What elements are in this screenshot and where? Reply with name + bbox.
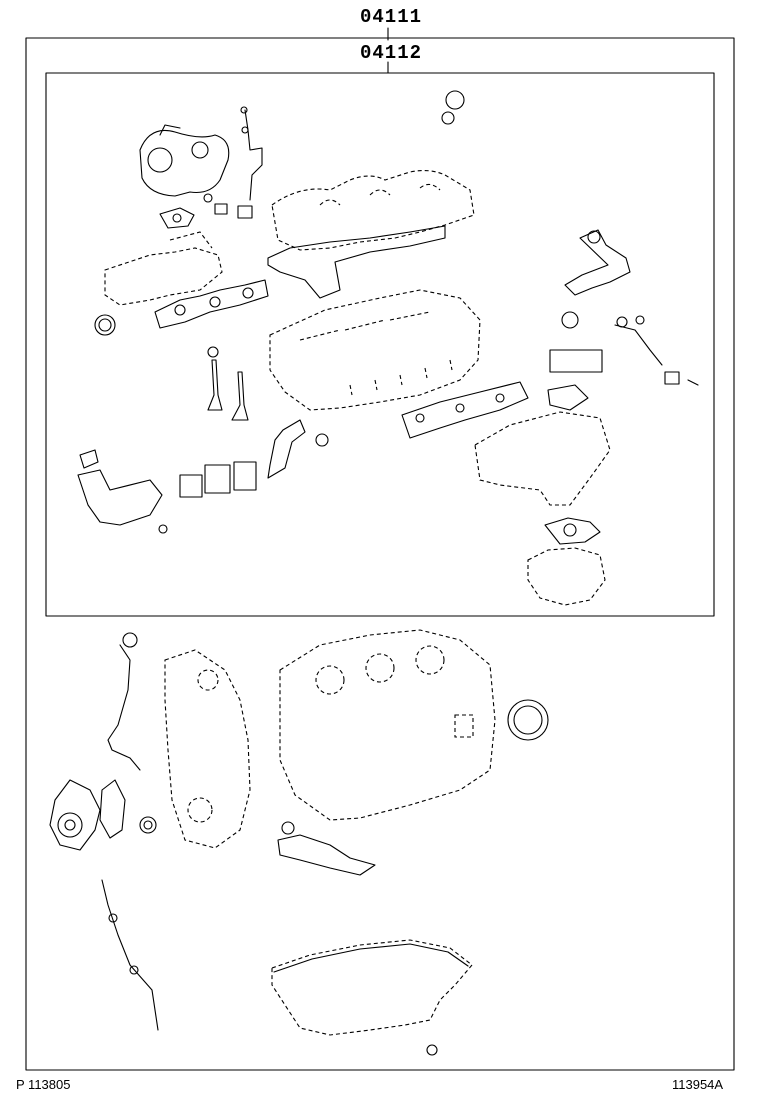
oil-strainer-part[interactable] [277,821,376,876]
part-number-inner-kit[interactable]: 04112 [360,42,423,64]
small-fittings-part[interactable] [203,193,253,219]
inner-kit-frame [45,61,715,617]
oil-seal-part[interactable] [139,816,157,834]
egr-cooler-part[interactable] [77,449,168,534]
intake-valve-part[interactable] [207,346,223,411]
cylinder-head-cover-part[interactable] [271,169,475,251]
oil-level-gauge-guide-part[interactable] [101,879,159,1031]
cylinder-block-part[interactable] [279,629,496,821]
water-pump-part[interactable] [49,779,101,851]
oil-pan-part[interactable] [271,939,473,1056]
outer-kit-frame [25,27,735,1071]
exhaust-manifold-part[interactable] [104,231,223,306]
footer-right-reference: 113954A [672,1077,724,1092]
intake-manifold-gasket-part[interactable] [401,381,529,439]
egr-valve-part[interactable] [527,517,606,606]
oil-cooler-pipe-part[interactable] [107,632,141,771]
footer-left-reference: P 113805 [16,1077,71,1092]
head-cover-gasket-part[interactable] [267,225,446,299]
rear-oil-seal-part[interactable] [507,699,549,741]
part-number-outer-kit[interactable]: 04111 [360,6,423,28]
water-bypass-pipe-part[interactable] [564,229,631,296]
turbo-oil-pipe-part[interactable] [240,106,263,201]
water-pump-gasket-part[interactable] [99,779,126,839]
throttle-body-gasket-part[interactable] [547,311,603,411]
timing-cover-part[interactable] [164,649,251,849]
turbo-gasket-part[interactable] [159,207,195,229]
egr-gaskets-part[interactable] [179,461,257,498]
intake-manifold-part[interactable] [474,411,611,506]
exhaust-ring-gasket-part[interactable] [94,314,116,336]
turbocharger-part[interactable] [139,124,230,197]
egr-pipe-part[interactable] [267,419,329,479]
exhaust-valve-part[interactable] [231,371,249,421]
oil-filler-cap-part[interactable] [441,90,465,125]
cylinder-head-part[interactable] [269,289,481,411]
exhaust-manifold-gasket-part[interactable] [154,279,269,329]
vacuum-hose-part[interactable] [614,315,699,386]
